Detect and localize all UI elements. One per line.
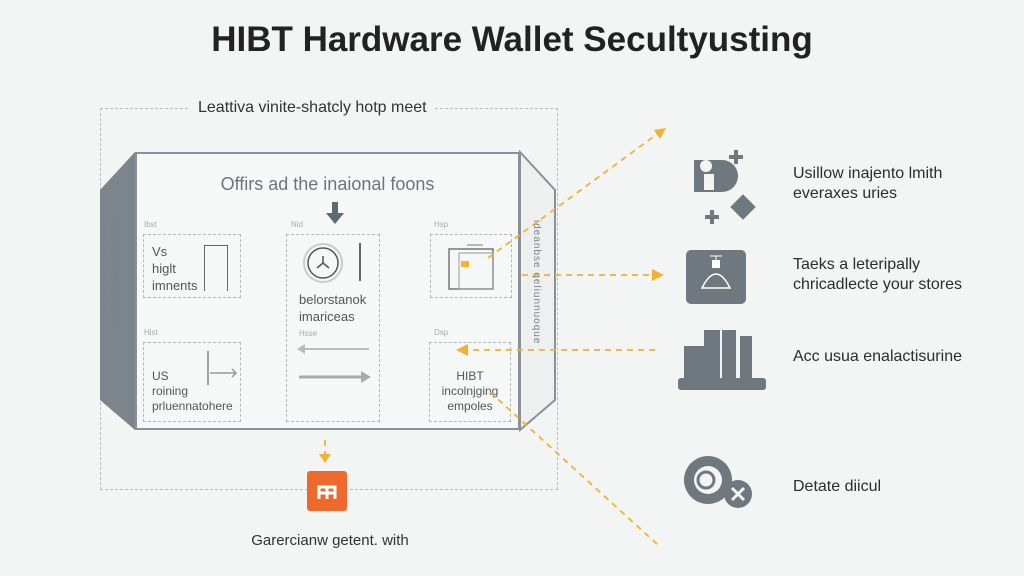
cell-tag: Hist <box>144 328 158 337</box>
cell-tag: Ibst <box>144 220 157 229</box>
cell-device <box>430 234 512 298</box>
device-screen-icon <box>686 250 746 304</box>
page-title: HIBT Hardware Wallet Secultyusting <box>211 20 813 59</box>
hibt-logo-icon <box>307 471 347 511</box>
outer-frame-label: Leattiva vinite-shatcly hotp meet <box>190 99 435 117</box>
cell-tag: Hsse <box>299 329 318 338</box>
transfer-arrows-icon <box>297 344 371 383</box>
clock-icon <box>303 243 343 283</box>
exit-arrow-icon <box>207 351 238 385</box>
hardware-device-icon <box>448 244 494 290</box>
laptop-chart-icon <box>678 330 766 390</box>
left-side-text: noudepunionioundity <box>108 215 119 327</box>
cell-tag: Hsp <box>434 220 449 229</box>
cell-tag: Dsp <box>434 328 449 337</box>
feature-text: Detate diicul <box>793 478 882 495</box>
cell-tag: Nid <box>291 220 304 229</box>
panel-title: Offirs ad the inaional foons <box>220 174 435 194</box>
lock-puzzle-icon <box>694 150 756 224</box>
feature-text: Acc usua enalactisurine <box>793 348 962 365</box>
door-icon <box>204 245 228 291</box>
footer-caption: Garercianw getent. with <box>251 532 409 549</box>
right-side-text: ideanbse qeliunnuoque <box>531 220 542 345</box>
down-arrow-icon <box>326 202 344 224</box>
device-wedges <box>100 150 556 433</box>
gear-icon <box>684 456 752 508</box>
